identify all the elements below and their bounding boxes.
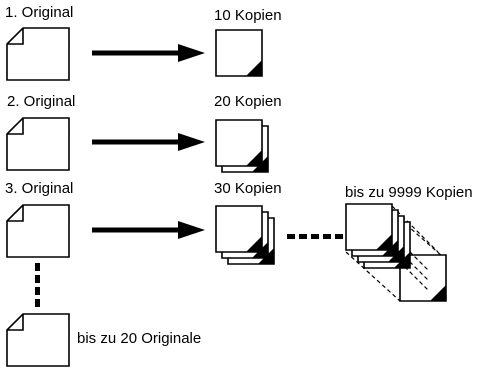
original-3-icon [6, 204, 70, 258]
copies-2-label: 20 Kopien [214, 93, 282, 110]
arrow-3-icon [92, 221, 205, 239]
copies-3-label: 30 Kopien [214, 180, 282, 197]
max-originals-label: bis zu 20 Originale [77, 330, 202, 347]
copies-2-icon [215, 119, 269, 173]
row-2 [6, 117, 269, 173]
original-1-label: 1. Original [5, 4, 74, 21]
original-2-icon [6, 117, 70, 171]
row-1 [6, 27, 263, 81]
original-2-label: 2. Original [7, 93, 76, 110]
copies-1-label: 10 Kopien [214, 7, 282, 24]
arrow-2-icon [92, 133, 205, 151]
max-copies-label: bis zu 9999 Kopien [345, 184, 473, 201]
copies-stack-max-icon [345, 203, 447, 302]
original-last-icon [6, 313, 70, 367]
original-3-label: 3. Original [5, 180, 74, 197]
row-3 [6, 203, 447, 302]
copies-3-icon [215, 205, 275, 265]
original-1-icon [6, 27, 70, 81]
continuation-dots-vertical [35, 263, 40, 307]
continuation-dots-horizontal [287, 234, 343, 239]
copies-1-icon [215, 29, 263, 77]
arrow-1-icon [92, 44, 205, 62]
